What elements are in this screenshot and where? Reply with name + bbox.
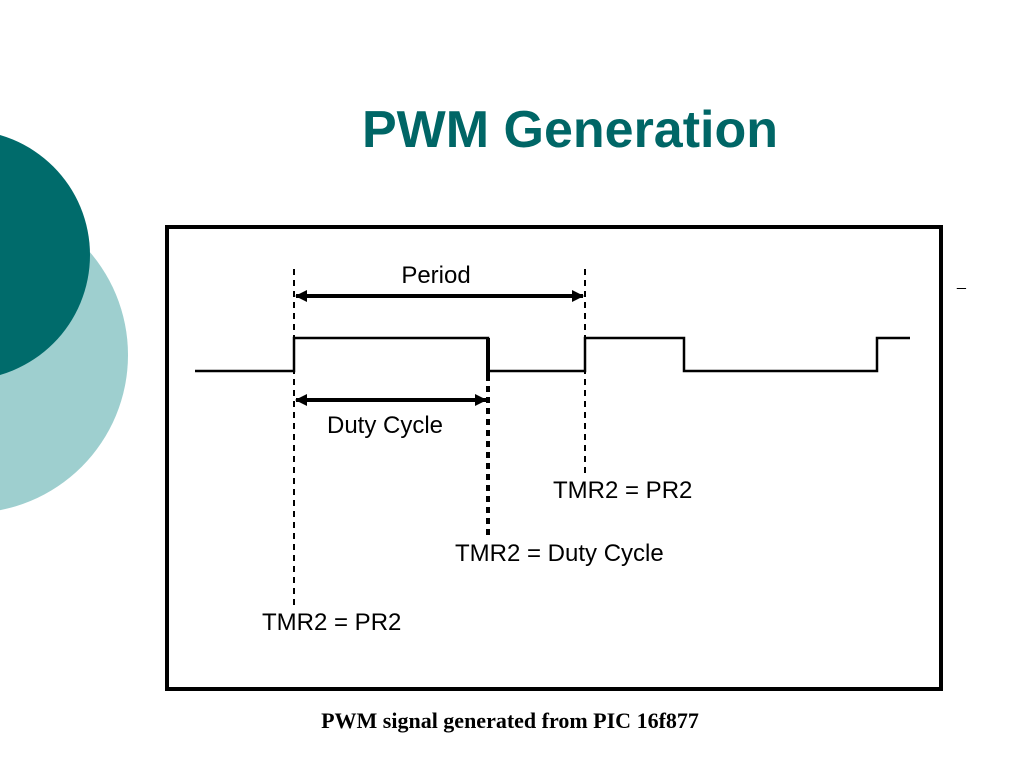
tmr2-duty-cycle-label: TMR2 = Duty Cycle (455, 540, 664, 567)
pwm-timing-diagram: Period Duty Cycle TMR2 = PR2 TMR2 = Duty… (165, 225, 943, 691)
dark-teal-circle (0, 135, 90, 375)
pwm-waveform (195, 336, 910, 373)
duty-cycle-label: Duty Cycle (327, 412, 443, 439)
tmr2-pr2-label-right: TMR2 = PR2 (553, 477, 692, 504)
decorative-circles (0, 135, 128, 511)
diagram-frame (165, 225, 943, 691)
tmr2-pr2-label-left: TMR2 = PR2 (262, 609, 401, 636)
slide-title: PWM Generation (361, 101, 779, 159)
period-label: Period (401, 262, 470, 289)
figure-caption: PWM signal generated from PIC 16f877 (321, 708, 699, 733)
stray-dash-mark: _ (957, 273, 966, 290)
